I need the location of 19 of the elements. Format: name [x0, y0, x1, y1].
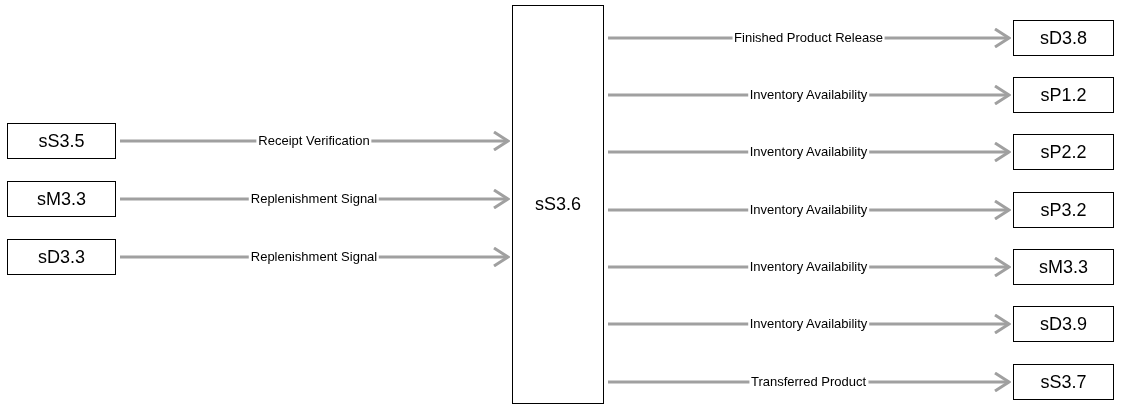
process-box: sS3.7: [1013, 364, 1114, 400]
process-box: sD3.8: [1013, 20, 1114, 56]
edge-label: Inventory Availability: [747, 316, 870, 332]
process-box: sM3.3: [1013, 249, 1114, 285]
process-box: sD3.9: [1013, 306, 1114, 342]
process-box: sM3.3: [7, 181, 116, 217]
edge-label: Replenishment Signal: [248, 191, 380, 207]
process-box: sS3.6: [512, 5, 604, 404]
edge-label: Receipt Verification: [256, 133, 372, 149]
edge-label: Inventory Availability: [747, 202, 870, 218]
process-box: sP1.2: [1013, 77, 1114, 113]
edge-label: Replenishment Signal: [248, 249, 380, 265]
process-box: sD3.3: [7, 239, 116, 275]
edge-label: Inventory Availability: [747, 259, 870, 275]
edge-label: Inventory Availability: [747, 87, 870, 103]
process-box: sP2.2: [1013, 134, 1114, 170]
edge-label: Inventory Availability: [747, 144, 870, 160]
process-box: sS3.5: [7, 123, 116, 159]
process-box: sP3.2: [1013, 192, 1114, 228]
